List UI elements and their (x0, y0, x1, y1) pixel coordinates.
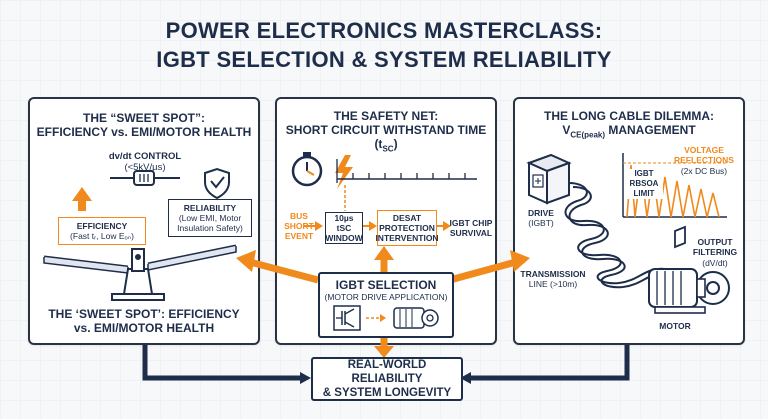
drive-label: DRIVE (528, 208, 554, 218)
igbt-selection-subtitle: (MOTOR DRIVE APPLICATION) (324, 292, 448, 302)
page-subtitle: IGBT SELECTION & SYSTEM RELIABILITY (156, 47, 612, 72)
reliability-result-box: REAL-WORLD RELIABILITY & SYSTEM LONGEVIT… (311, 357, 463, 401)
arrow-to-right-head (510, 250, 530, 272)
transmission-line-detail: LINE (>10m) (528, 279, 578, 289)
dvdt-control-value: (<5kV/µs) (124, 162, 166, 173)
safety-net-graphics (291, 152, 477, 231)
igbt-selection-title: IGBT SELECTION (335, 278, 437, 292)
reliability-box: RELIABILITY (Low EMI, Motor Insulation S… (168, 199, 252, 237)
chip-survival-label: IGBT CHIP SURVIVAL (449, 218, 493, 238)
sweet-spot-panel: THE “SWEET SPOT”: EFFICIENCY vs. EMI/MOT… (28, 97, 260, 345)
arrow-to-left-head (236, 250, 256, 272)
output-filter-icon (674, 225, 686, 249)
left-feedback-line (142, 341, 303, 381)
arrow-to-left-line (249, 258, 319, 284)
transmission-line-label: TRANSMISSION (520, 269, 586, 279)
shield-icon (204, 167, 230, 200)
safety-net-title-line1: THE SAFETY NET: (333, 109, 439, 123)
long-cable-panel: THE LONG CABLE DILEMMA: VCE(peak) MANAGE… (513, 97, 745, 345)
right-feedback-line (468, 341, 630, 381)
long-cable-graphics (526, 153, 730, 314)
igbt-node-graphics (333, 305, 439, 331)
sweet-spot-footer-line2: vs. EMI/MOTOR HEALTH (73, 321, 215, 335)
efficiency-detail: (Fast tᵣ, Low Eₒₙ) (70, 231, 134, 241)
result-line2: & SYSTEM LONGEVITY (322, 387, 452, 399)
voltage-reflections-detail: (2x DC Bus) (680, 166, 728, 176)
balance-scale-icon (43, 244, 237, 301)
reliability-label: RELIABILITY (183, 203, 237, 213)
sweet-spot-footer-line1: THE ‘SWEET SPOT’: EFFICIENCY (48, 307, 240, 321)
dvdt-control-label: dv/dt CONTROL (108, 151, 182, 162)
stopwatch-icon (291, 152, 323, 187)
sweet-spot-title-line1: THE “SWEET SPOT”: (82, 111, 205, 125)
motor-icon (393, 307, 439, 329)
efficiency-box: EFFICIENCY (Fast tᵣ, Low Eₒₙ) (58, 217, 146, 245)
igbt-selection-node: IGBT SELECTION (MOTOR DRIVE APPLICATION) (318, 272, 454, 338)
left-feedback-arrowhead (300, 372, 311, 384)
output-filtering-detail: (dV/dt) (702, 258, 728, 268)
arrow-window-desat (369, 221, 377, 231)
motor-label: MOTOR (659, 321, 691, 331)
slider-icon (110, 170, 180, 186)
voltage-reflections-label: VOLTAGE REFLECTIONS (674, 145, 734, 165)
lightning-icon (335, 155, 353, 189)
long-cable-title-line1: THE LONG CABLE DILEMMA: (544, 109, 714, 123)
page-title: POWER ELECTRONICS MASTERCLASS: (165, 18, 603, 43)
igbt-symbol-icon (333, 305, 361, 331)
right-feedback-arrowhead (460, 372, 471, 384)
sweet-spot-graphics (43, 167, 237, 301)
arrow-event-window (315, 221, 323, 231)
desat-protection-box: DESAT PROTECTION INTERVENTION (375, 210, 439, 246)
arrow-up-icon (72, 187, 92, 211)
igbt-rbsoa-label: IGBT RBSOA LIMIT (625, 169, 663, 199)
drive-box-icon (526, 153, 572, 205)
arrow-desat-survival (443, 221, 451, 231)
sweet-spot-title-line2: EFFICIENCY vs. EMI/MOTOR HEALTH (36, 125, 252, 139)
result-line1: REAL-WORLD RELIABILITY (347, 359, 427, 385)
arrow-to-middle-head (374, 246, 394, 260)
reliability-detail-line2: Insulation Safety) (177, 223, 243, 233)
arrow-to-result-head (374, 346, 394, 358)
bus-short-event-label: BUS SHORT EVENT (284, 211, 314, 241)
output-filtering-label: OUTPUT FILTERING (692, 237, 738, 257)
motor-icon (648, 268, 730, 314)
efficiency-label: EFFICIENCY (76, 221, 128, 231)
arrow-to-right-line (449, 258, 517, 284)
drive-detail: (IGBT) (528, 218, 554, 228)
long-cable-title-line2: VCE(peak) MANAGEMENT (562, 123, 696, 140)
reliability-detail-line1: (Low EMI, Motor (178, 213, 242, 223)
timeline-ticks (336, 159, 466, 183)
safety-net-title-line2: SHORT CIRCUIT WITHSTAND TIME (tSC) (285, 123, 487, 154)
tsc-window-box: 10µs tSC WINDOW (325, 212, 363, 244)
